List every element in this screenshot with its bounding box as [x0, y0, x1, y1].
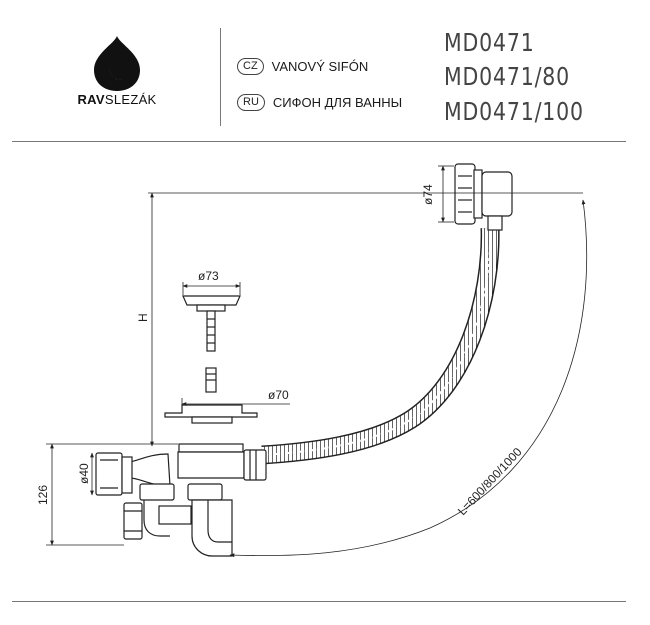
plug-diameter-label: ø73	[198, 269, 219, 283]
model-code-1: MD0471	[444, 28, 535, 57]
hose-length-label: L=600/800/1000	[455, 445, 525, 518]
dim-height	[148, 192, 583, 447]
lang-text-cz: VANOVÝ SIFÓN	[271, 58, 369, 74]
lang-text-ru: СИФОН ДЛЯ ВАННЫ	[272, 94, 403, 110]
brand-part1: RAV	[77, 92, 105, 107]
total-height-label: 126	[36, 485, 50, 505]
overflow-diameter-label: ø74	[421, 184, 435, 205]
logo: RAVSLEZÁK	[58, 32, 176, 122]
flexible-hose	[261, 227, 500, 465]
outlet-diameter-label: ø70	[268, 388, 289, 402]
lang-row-ru: RU СИФОН ДЛЯ ВАННЫ	[237, 92, 402, 112]
brand-name: RAVSLEZÁK	[58, 92, 176, 107]
dim-total-height	[46, 443, 178, 546]
top-divider-line	[12, 141, 626, 142]
model-code-2: MD0471/80	[444, 62, 571, 91]
waste-plug	[182, 295, 241, 393]
dim-plug-diameter	[182, 282, 241, 295]
model-code-3: MD0471/100	[444, 97, 584, 126]
header: RAVSLEZÁK CZ VANOVÝ SIFÓN RU СИФОН ДЛЯ В…	[0, 0, 650, 140]
pipe-diameter-label: ø40	[77, 463, 91, 484]
lang-code-cz: CZ	[237, 57, 264, 75]
brand-part2: SLEZÁK	[104, 92, 157, 107]
outlet-flange	[164, 404, 258, 424]
siphon-body	[95, 443, 267, 557]
lang-row-cz: CZ VANOVÝ SIFÓN	[237, 56, 368, 76]
dim-hose-length	[229, 199, 588, 558]
water-drop-icon	[94, 36, 140, 91]
dim-overflow-diameter	[438, 165, 454, 223]
bottom-divider-line	[12, 601, 626, 602]
header-divider	[220, 28, 221, 126]
height-label: H	[136, 313, 150, 322]
overflow-head	[454, 163, 513, 231]
lang-code-ru: RU	[237, 93, 265, 111]
